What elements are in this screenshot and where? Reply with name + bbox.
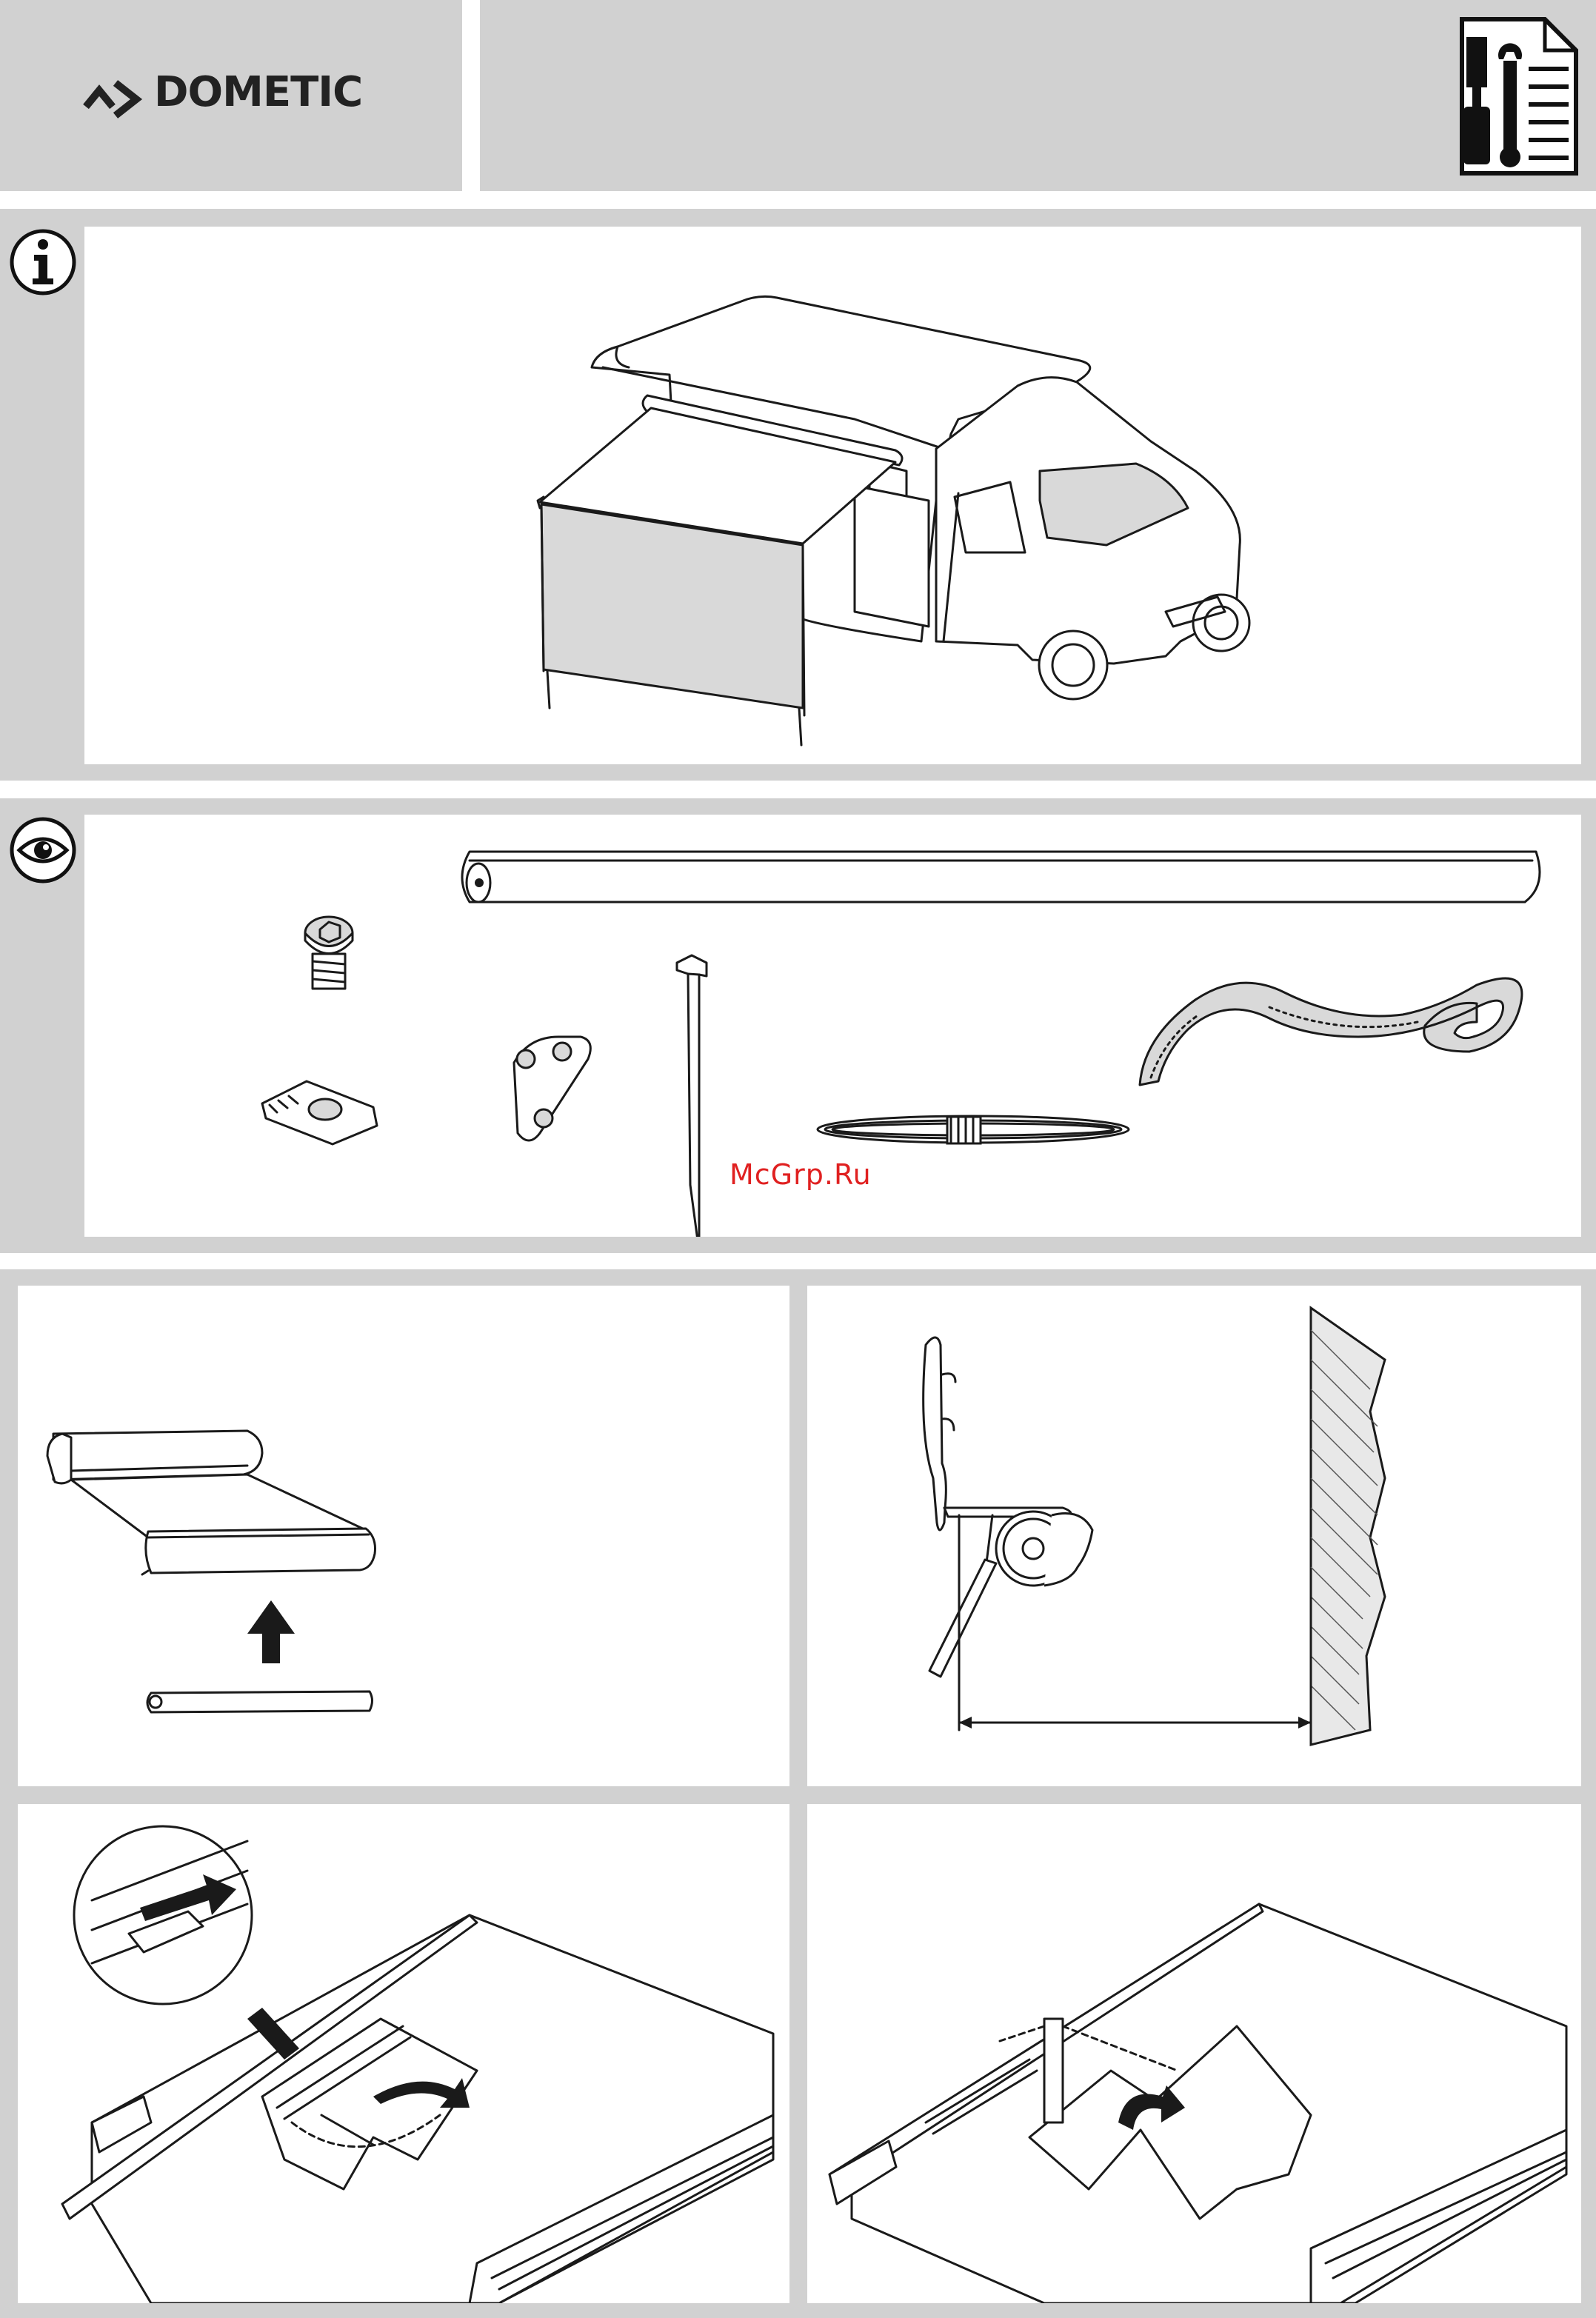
step-1-panel bbox=[18, 1286, 789, 1786]
awning-cassette bbox=[53, 1431, 262, 1480]
header-title-panel bbox=[480, 0, 1596, 191]
eye-icon bbox=[7, 815, 79, 886]
step-2-panel bbox=[807, 1286, 1581, 1786]
header-brand-panel: DOMETIC bbox=[0, 0, 462, 191]
step-4-panel bbox=[807, 1804, 1581, 2303]
support-arm bbox=[929, 1560, 996, 1677]
installation-manual-icon bbox=[1456, 15, 1582, 178]
info-section bbox=[0, 209, 1596, 781]
tent-peg-part bbox=[677, 955, 707, 1237]
awning-fabric bbox=[71, 1474, 366, 1537]
step-3-illustration bbox=[18, 1804, 789, 2303]
motorhome-awning-illustration bbox=[84, 227, 1581, 764]
info-illustration-panel bbox=[84, 227, 1581, 764]
step-2-illustration bbox=[807, 1286, 1581, 1786]
strap-part bbox=[1140, 978, 1522, 1085]
rope-part bbox=[818, 1116, 1129, 1143]
slot-nut-part bbox=[262, 1081, 377, 1144]
step-3-panel bbox=[18, 1804, 789, 2303]
arrow-up-icon bbox=[247, 1600, 295, 1663]
screw-part bbox=[305, 917, 353, 989]
front-profile-part bbox=[462, 852, 1540, 902]
contents-section: McGrp.Ru bbox=[0, 798, 1596, 1253]
rail-profile bbox=[924, 1337, 946, 1530]
wall-hatch bbox=[1311, 1308, 1385, 1745]
profile-bar bbox=[147, 1691, 373, 1712]
info-icon bbox=[7, 227, 79, 298]
brand-name: DOMETIC bbox=[154, 68, 362, 116]
step-1-illustration bbox=[18, 1286, 789, 1786]
watermark-text: McGrp.Ru bbox=[729, 1158, 872, 1191]
triangle-plate-part bbox=[514, 1037, 590, 1140]
step-4-illustration bbox=[807, 1804, 1581, 2303]
dometic-logo-mark bbox=[83, 77, 157, 121]
contents-parts-panel: McGrp.Ru bbox=[84, 815, 1581, 1237]
steps-section bbox=[0, 1269, 1596, 2318]
